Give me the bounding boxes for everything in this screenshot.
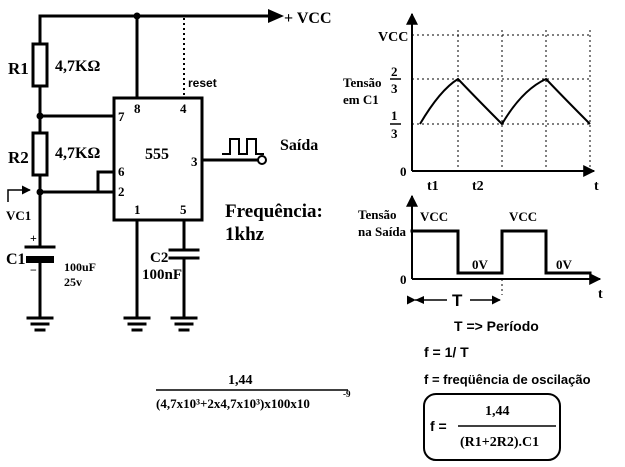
- pin-5: 5: [180, 202, 187, 217]
- ic-name: 555: [145, 146, 169, 163]
- two-thirds-num: 2: [391, 64, 398, 79]
- formula-f-prefix: f =: [430, 418, 447, 434]
- out-vcc-b: VCC: [509, 209, 537, 224]
- origin-top: 0: [400, 164, 407, 179]
- output-terminal: [257, 155, 267, 165]
- frequency-title: Frequência:: [225, 201, 323, 222]
- output-label: Saída: [280, 137, 318, 154]
- formula-f-description: f = freqüência de oscilação: [424, 372, 591, 387]
- pin-4: 4: [180, 101, 187, 116]
- r2-name: R2: [8, 148, 29, 167]
- one-third-num: 1: [391, 108, 398, 123]
- formula-f-definition: f = 1/ T: [424, 344, 469, 360]
- output-wave: [410, 229, 592, 275]
- tension-label-2: em C1: [343, 92, 379, 107]
- c2-name: C2: [150, 250, 168, 266]
- t-label-bottom: t: [598, 287, 603, 302]
- formula-denominator: (R1+2R2).C1: [460, 435, 539, 450]
- origin-bottom: 0: [400, 272, 407, 287]
- graph-output-voltage: Tensão na Saída VCC VCC 0V 0V 0 t T T =>…: [358, 194, 603, 334]
- vcc-arrow-icon: [268, 9, 284, 23]
- pin-6: 6: [118, 164, 125, 179]
- ic-555: [112, 96, 204, 222]
- c1-plate-bottom: [26, 256, 54, 263]
- out-0v-a: 0V: [472, 257, 489, 272]
- vcc-tick: VCC: [378, 30, 408, 45]
- formulas: f = 1/ T f = freqüência de oscilação f =…: [156, 344, 591, 461]
- two-thirds-den: 3: [391, 81, 398, 96]
- out-0v-b: 0V: [556, 257, 573, 272]
- one-third-den: 3: [391, 126, 398, 141]
- calc-denominator: (4,7x10³+2x4,7x10³)x100x10: [156, 396, 310, 411]
- r2-value: 4,7KΩ: [55, 145, 100, 162]
- ground-icon: [170, 316, 198, 332]
- calc-numerator: 1,44: [228, 373, 253, 388]
- resistor-r2: [31, 131, 49, 177]
- out-vcc-a: VCC: [420, 209, 448, 224]
- c1-voltage: 25v: [64, 275, 82, 289]
- charge-curve: [419, 77, 591, 126]
- vc1-label: VC1: [6, 208, 31, 223]
- r1-value: 4,7KΩ: [55, 58, 100, 75]
- junction-dot: [36, 188, 44, 196]
- c1-name: C1: [6, 251, 26, 268]
- square-wave-icon: [222, 138, 264, 155]
- out-tension-1: Tensão: [358, 207, 397, 222]
- junction-dot: [133, 12, 141, 20]
- ground-icon: [26, 316, 54, 332]
- c1-minus: −: [30, 263, 37, 277]
- schematic: + VCC R1 4,7KΩ R2 4,7KΩ VC1 + − C1 100uF…: [6, 9, 332, 332]
- t-label-top: t: [594, 179, 599, 194]
- r1-name: R1: [8, 59, 29, 78]
- vc1-arrow-icon: [7, 185, 31, 202]
- t1-label: t1: [427, 179, 439, 194]
- junction-dot: [36, 112, 44, 120]
- period-label: T => Período: [454, 318, 539, 334]
- c2-value: 100nF: [142, 267, 182, 283]
- vcc-label: + VCC: [284, 10, 332, 27]
- ground-icon: [123, 316, 151, 332]
- pin-8: 8: [134, 101, 141, 116]
- frequency-formula-box: [423, 393, 561, 461]
- resistor-r1: [31, 42, 49, 88]
- c1-plus: +: [30, 231, 37, 245]
- tension-label-1: Tensão: [343, 75, 382, 90]
- out-tension-2: na Saída: [358, 224, 407, 239]
- frequency-value: 1khz: [225, 224, 265, 245]
- reset-label: reset: [188, 76, 217, 90]
- calc-exponent: -9: [343, 389, 351, 399]
- pin-3: 3: [191, 154, 198, 169]
- period-symbol: T: [452, 291, 463, 310]
- pin-2: 2: [118, 184, 125, 199]
- pin-1: 1: [134, 202, 141, 217]
- t2-label: t2: [472, 179, 484, 194]
- graph-capacitor-voltage: VCC Tensão em C1 2 3 1 3 0 t1 t2 t: [343, 12, 599, 194]
- c1-value: 100uF: [64, 260, 96, 274]
- formula-numerator: 1,44: [485, 404, 510, 419]
- pin-7: 7: [118, 109, 125, 124]
